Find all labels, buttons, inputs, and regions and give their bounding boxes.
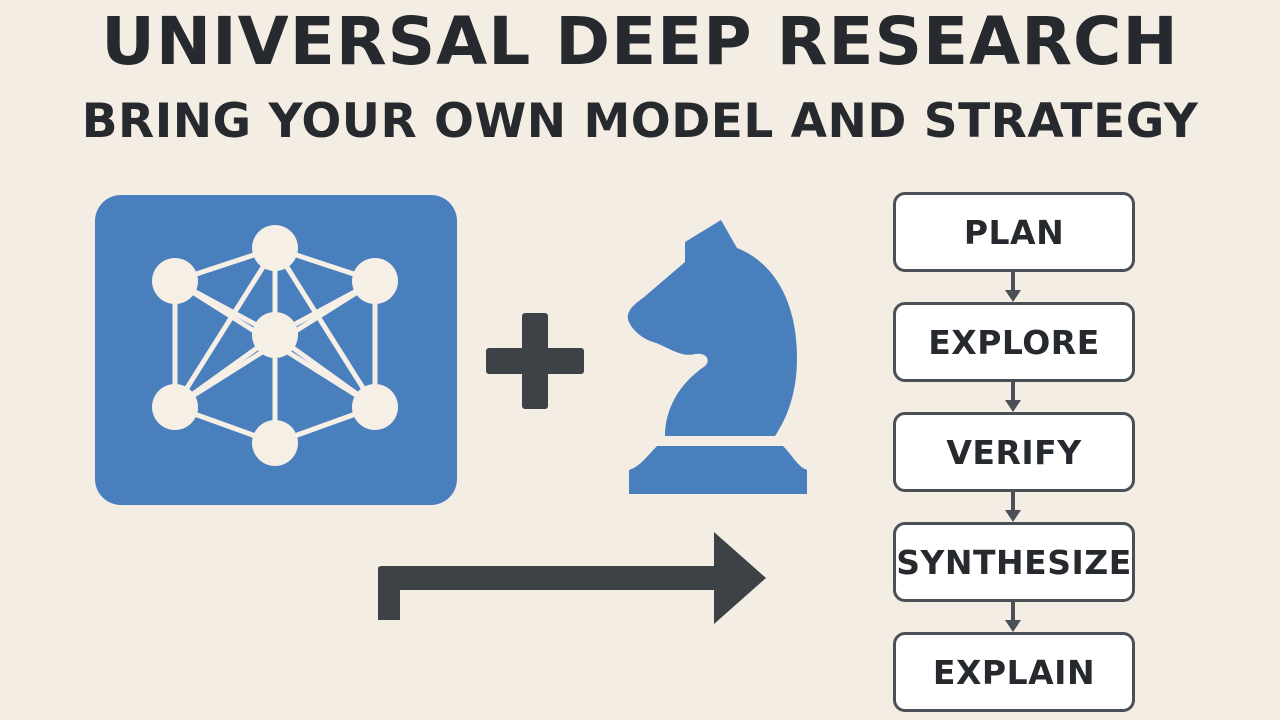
right-arrow-icon (378, 532, 766, 624)
plus-vertical-bar (522, 313, 548, 409)
step-connector-arrow (1005, 492, 1021, 522)
chess-knight-icon (627, 220, 807, 494)
step-explain: EXPLAIN (893, 632, 1135, 712)
network-graph-icon (152, 225, 398, 466)
page-subtitle: BRING YOUR OWN MODEL AND STRATEGY (81, 94, 1199, 149)
step-connector-arrow (1005, 602, 1021, 632)
step-connector-arrow (1005, 272, 1021, 302)
page-title: UNIVERSAL DEEP RESEARCH (101, 3, 1179, 80)
step-connector-arrow (1005, 382, 1021, 412)
step-verify: VERIFY (893, 412, 1135, 492)
model-panel (95, 195, 457, 505)
plus-icon (486, 313, 584, 409)
step-plan: PLAN (893, 192, 1135, 272)
step-explore: EXPLORE (893, 302, 1135, 382)
research-steps: PLAN EXPLORE VERIFY SYNTHESIZE EXPLAIN (893, 192, 1137, 712)
step-synthesize: SYNTHESIZE (893, 522, 1135, 602)
